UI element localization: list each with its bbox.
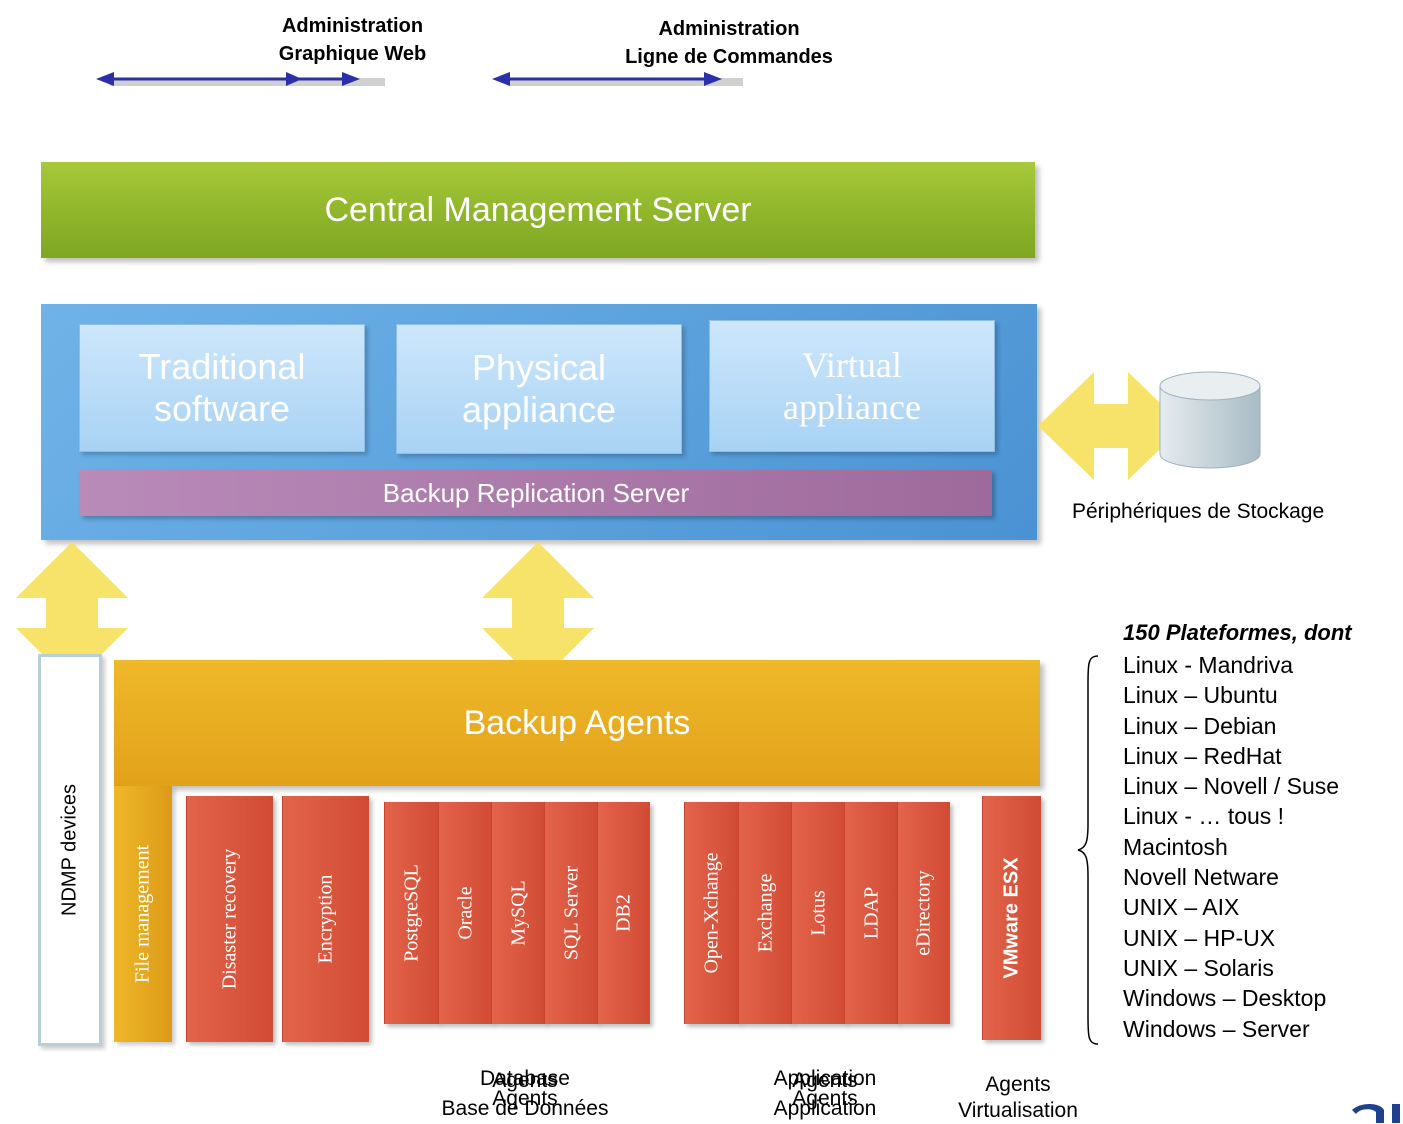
caption-overlay2: Agents bbox=[492, 1087, 558, 1110]
platforms-title: 150 Plateformes, dont bbox=[1123, 620, 1352, 645]
platform-item: Linux - Mandriva bbox=[1123, 652, 1294, 678]
admin-web-label: Administration Graphique Web bbox=[250, 12, 455, 68]
admin-cli-arrow bbox=[492, 72, 743, 86]
admin-web-line2: Graphique Web bbox=[278, 43, 427, 65]
encryption-box: Encryption bbox=[282, 796, 369, 1042]
app-agent-label: Lotus bbox=[807, 890, 829, 936]
platform-item: Windows – Desktop bbox=[1123, 985, 1327, 1012]
storage-label: Périphériques de Stockage bbox=[1072, 500, 1325, 523]
db-agent-postgresql: PostgreSQL bbox=[384, 802, 439, 1024]
ndmp-devices-box: NDMP devices bbox=[38, 654, 102, 1046]
app-agent-ldap: LDAP bbox=[844, 802, 898, 1024]
caption-line1: Application bbox=[773, 1067, 877, 1090]
appliance-line1: Virtual bbox=[802, 345, 902, 385]
db-agent-label: DB2 bbox=[612, 894, 635, 932]
app-agent-label: Exchange bbox=[754, 873, 776, 953]
virtualisation-agents-caption: Agents Virtualisation bbox=[940, 1072, 1096, 1124]
appliance-traditional-software: Traditional software bbox=[79, 324, 365, 452]
db-agent-label: Oracle bbox=[454, 886, 476, 940]
application-agents-caption: Application Agents Application Agents bbox=[725, 1066, 925, 1122]
backup-replication-server: Backup Replication Server bbox=[80, 470, 992, 516]
caption-overlay1: Agents bbox=[792, 1069, 858, 1092]
appliance-line1: Physical bbox=[471, 347, 607, 388]
app-agent-exchange: Exchange bbox=[738, 802, 792, 1024]
caption-line2: Virtualisation bbox=[958, 1099, 1078, 1122]
platform-item: Macintosh bbox=[1123, 833, 1228, 860]
db-agent-label: SQL Server bbox=[560, 865, 582, 961]
caption-line2: Base de Données bbox=[441, 1097, 609, 1120]
caption-overlay2: Agents bbox=[792, 1087, 858, 1110]
platform-item: Linux – Debian bbox=[1123, 712, 1277, 739]
file-management-label: File management bbox=[131, 844, 154, 984]
db-agent-oracle: Oracle bbox=[438, 802, 492, 1024]
app-agent-edirectory: eDirectory bbox=[897, 802, 950, 1024]
encryption-label: Encryption bbox=[314, 874, 337, 964]
caption-line1: Agents bbox=[985, 1073, 1051, 1096]
app-agent-label: eDirectory bbox=[912, 870, 935, 956]
platform-item: Windows – Server bbox=[1123, 1015, 1310, 1042]
platforms-list: Linux - Mandriva Linux – Ubuntu Linux – … bbox=[1123, 650, 1339, 1044]
appliance-line2: appliance bbox=[783, 387, 921, 427]
app-agent-label: LDAP bbox=[860, 886, 882, 940]
platform-item: Linux - … tous ! bbox=[1123, 803, 1285, 830]
db-agent-label: PostgreSQL bbox=[400, 864, 423, 962]
central-server-label: Central Management Server bbox=[324, 190, 752, 229]
caption-line1: Database bbox=[480, 1067, 570, 1090]
database-agents-caption: Database Agents Base de Données Agents bbox=[420, 1066, 630, 1122]
appliance-line1: Traditional bbox=[138, 346, 306, 387]
storage-cylinder-icon bbox=[1159, 371, 1261, 469]
replication-label: Backup Replication Server bbox=[382, 477, 690, 508]
platform-item: UNIX – AIX bbox=[1123, 894, 1240, 921]
appliance-virtual: Virtual appliance bbox=[709, 320, 995, 452]
disaster-recovery-label: Disaster recovery bbox=[218, 848, 241, 990]
app-agent-open-xchange: Open-Xchange bbox=[684, 802, 739, 1024]
platform-item: Linux – Ubuntu bbox=[1123, 682, 1278, 709]
caption-line2: Application bbox=[773, 1097, 877, 1120]
platform-item: Novell Netware bbox=[1123, 864, 1279, 891]
db-agent-mysql: MySQL bbox=[491, 802, 545, 1024]
admin-web-arrow bbox=[96, 72, 385, 86]
logo-fragment bbox=[1352, 1104, 1400, 1123]
platform-item: UNIX – HP-UX bbox=[1123, 924, 1276, 951]
db-agent-db2: DB2 bbox=[597, 802, 650, 1024]
backup-agents-label: Backup Agents bbox=[463, 703, 691, 742]
admin-cli-line2: Ligne de Commandes bbox=[625, 46, 833, 68]
vmware-esx-label: VMware ESX bbox=[1000, 857, 1023, 979]
app-agent-lotus: Lotus bbox=[791, 802, 845, 1024]
disaster-recovery-box: Disaster recovery bbox=[186, 796, 273, 1042]
db-agent-sql-server: SQL Server bbox=[544, 802, 598, 1024]
platform-item: UNIX – Solaris bbox=[1123, 954, 1274, 981]
ndmp-devices-label: NDMP devices bbox=[58, 784, 81, 916]
app-agent-label: Open-Xchange bbox=[700, 852, 723, 974]
db-agent-label: MySQL bbox=[507, 880, 529, 946]
brace-icon bbox=[1077, 655, 1099, 1045]
storage-double-arrow bbox=[1038, 372, 1184, 480]
admin-cli-label: Administration Ligne de Commandes bbox=[595, 15, 863, 71]
admin-web-line1: Administration bbox=[281, 15, 424, 37]
backup-agents: Backup Agents bbox=[114, 660, 1040, 786]
vmware-esx-box: VMware ESX bbox=[982, 796, 1041, 1040]
appliance-physical: Physical appliance bbox=[396, 324, 682, 454]
central-management-server: Central Management Server bbox=[41, 162, 1035, 258]
platform-item: Linux – RedHat bbox=[1123, 742, 1282, 769]
agents-double-arrow bbox=[482, 542, 594, 684]
ndmp-double-arrow bbox=[16, 542, 128, 684]
caption-overlay1: Agents bbox=[492, 1069, 558, 1092]
admin-cli-line1: Administration bbox=[658, 18, 800, 40]
appliance-line2: appliance bbox=[461, 389, 617, 430]
platform-item: Linux – Novell / Suse bbox=[1123, 773, 1340, 800]
file-management-box: File management bbox=[114, 786, 172, 1042]
appliance-line2: software bbox=[153, 388, 291, 429]
